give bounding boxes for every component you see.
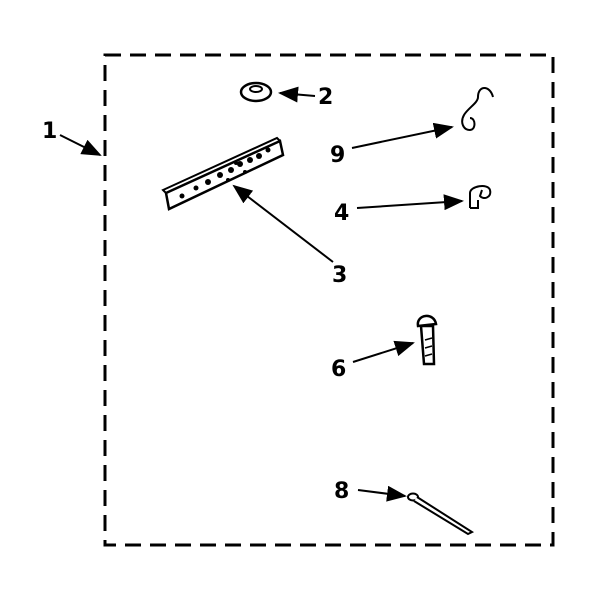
callout-4: 4 [334,201,349,226]
callout-4-arrow [356,194,464,211]
callout-2-arrow [278,86,316,103]
clip-part [469,185,492,209]
callout-9-arrow [351,122,454,149]
callout-3-arrow [232,184,334,263]
callout-8: 8 [334,479,349,504]
perforated-strap-part [161,136,285,211]
callout-1-arrow [59,134,102,156]
callout-3: 3 [332,263,347,288]
callout-1: 1 [42,119,57,144]
callout-9: 9 [330,143,345,168]
callout-6-arrow [352,340,415,363]
callout-6: 6 [331,357,346,382]
bolt-part [416,314,438,366]
callout-8-arrow [357,485,407,502]
hook-part [461,87,494,132]
callout-2: 2 [318,85,333,110]
cotter-pin-part [407,492,475,536]
kit-boundary-box [103,53,555,547]
washer-part [239,81,273,103]
